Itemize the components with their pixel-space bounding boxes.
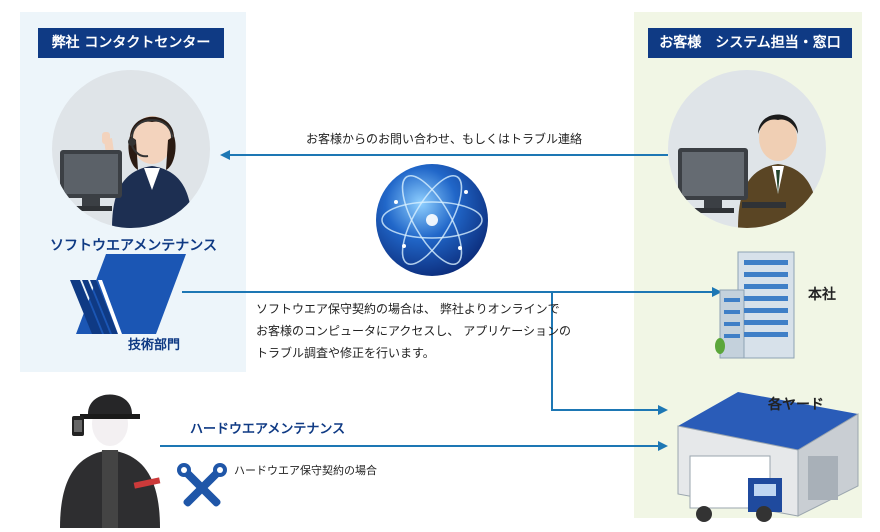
contact-center-title: 弊社 コンタクトセンター — [38, 28, 224, 58]
yard-warehouse-icon — [677, 392, 859, 522]
tech-dept-label: 技術部門 — [128, 338, 181, 353]
yard-label: 各ヤード — [768, 397, 824, 413]
hq-label: 本社 — [808, 287, 836, 303]
customer-title: お客様 システム担当・窓口 — [648, 28, 852, 58]
inquiry-text: お客様からのお問い合わせ、もしくはトラブル連絡 — [306, 132, 583, 146]
customer-staff-illustration — [668, 70, 826, 228]
tools-icon — [177, 463, 227, 507]
operator-illustration — [52, 70, 210, 228]
network-globe-icon — [376, 164, 488, 276]
yard-arrow — [551, 292, 668, 415]
software-desc-line-1: ソフトウエア保守契約の場合は、 弊社よりオンラインで — [256, 302, 560, 316]
technician-illustration — [60, 394, 161, 528]
hardware-contract-text: ハードウエア保守契約の場合 — [234, 464, 377, 477]
software-desc-line-2: お客様のコンピュータにアクセスし、 アプリケーションの — [256, 324, 571, 338]
hardware-maintenance-label: ハードウエアメンテナンス — [190, 422, 346, 437]
software-maintenance-label: ソフトウエアメンテナンス — [50, 238, 218, 254]
software-desc-line-3: トラブル調査や修正を行います。 — [256, 346, 435, 360]
tech-dept-logo — [70, 254, 186, 334]
software-description: ソフトウエア保守契約の場合は、 弊社よりオンラインで お客様のコンピュータにアク… — [256, 298, 571, 364]
headquarters-building-icon — [715, 251, 795, 359]
